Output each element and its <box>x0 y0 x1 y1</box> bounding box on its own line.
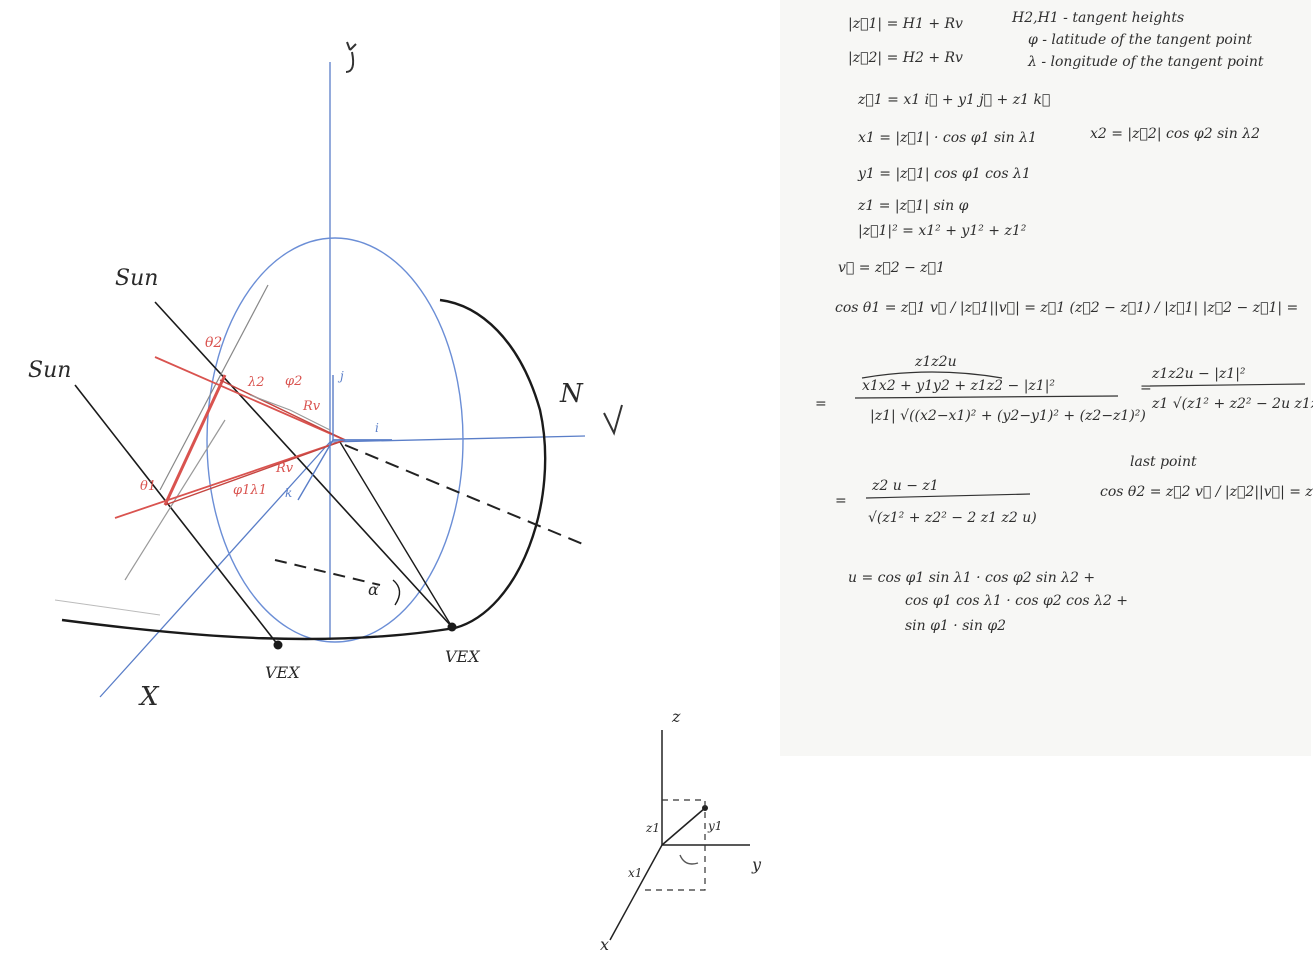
note-z1-definition: z⃗1 = x1 i⃗ + y1 j⃗ + z1 k⃗ <box>857 92 1050 108</box>
note-cos-theta2: cos θ2 = z⃗2 v⃗ / |z⃗2||v⃗| = z1u − z2 /… <box>1100 484 1313 500</box>
sun-line-top <box>154 301 453 628</box>
alpha-arc <box>392 579 401 606</box>
note-brace-label: z1z2u <box>914 354 957 370</box>
rotation-arrow-icon <box>345 41 357 73</box>
note-u-line1: u = cos φ1 sin λ1 · cos φ2 sin λ2 + <box>848 570 1095 586</box>
lambda2-label: λ2 <box>247 375 265 390</box>
note-cos-theta1: cos θ1 = z⃗1 v⃗ / |z⃗1||v⃗| = z⃗1 (z⃗2 −… <box>835 300 1298 316</box>
k-vector-label: k <box>285 486 292 500</box>
note-equals-left: = <box>815 396 827 412</box>
note-last-point: last point <box>1130 454 1197 470</box>
inset-x-label: x <box>600 935 609 954</box>
note-big-denominator: |z1| √((x2−x1)² + (y2−y1)² + (z2−z1)²) <box>870 408 1146 424</box>
north-label: N <box>559 379 584 409</box>
note-result-fraction-bar <box>865 493 1031 499</box>
rv-label-upper: Rv <box>302 399 321 414</box>
coordinate-inset: z y x z1 x1 y1 <box>600 707 762 954</box>
inset-y1-label: y1 <box>707 819 722 833</box>
note-result-numerator: z2 u − z1 <box>871 478 939 494</box>
inset-z1-label: z1 <box>645 821 660 835</box>
vex-label-right: VEX <box>445 647 480 666</box>
note-result-equals: = <box>835 493 847 509</box>
tangent-ray-2 <box>114 439 346 519</box>
inset-y-label: y <box>751 855 762 874</box>
sun-line-left <box>74 384 279 646</box>
vex-point-right <box>447 622 457 632</box>
theta2-label: θ2 <box>205 335 222 351</box>
inset-x-axis <box>609 844 663 941</box>
note-r1-magnitude: |z⃗1| = H1 + Rv <box>848 16 963 32</box>
note-u-line2: cos φ1 cos λ1 · cos φ2 cos λ2 + <box>905 593 1128 609</box>
sun-label-left: Sun <box>28 358 71 383</box>
alpha-label: α <box>368 580 379 599</box>
phi2-label: φ2 <box>285 374 302 389</box>
tangent-ray-4 <box>164 439 346 506</box>
rv-label-lower: Rv <box>275 461 294 476</box>
note-brace <box>861 371 1003 379</box>
main-diagram: Sun Sun N X VEX VEX θ2 θ1 λ2 φ2 Rv φ1λ1 … <box>28 41 623 712</box>
i-vector-label: i <box>375 421 379 435</box>
note-legend-latitude: φ - latitude of the tangent point <box>1028 32 1252 48</box>
tangent-ray-3 <box>219 379 346 441</box>
note-right-numerator: z1z2u − |z1|² <box>1151 366 1246 382</box>
orbit-curve <box>61 298 547 641</box>
note-z1-equation: z1 = |z⃗1| sin φ <box>857 198 969 214</box>
notes-content: |z⃗1| = H1 + Rv |z⃗2| = H2 + Rv H2,H1 - … <box>815 10 1313 634</box>
x-axis-label: X <box>138 682 160 712</box>
horizontal-axis <box>329 435 586 443</box>
note-x2-equation: x2 = |z⃗2| cos φ2 sin λ2 <box>1090 126 1260 142</box>
note-legend-longitude: λ - longitude of the tangent point <box>1027 54 1264 70</box>
note-y1-equation: y1 = |z⃗1| cos φ1 cos λ1 <box>857 166 1031 182</box>
note-equals-right: = <box>1140 380 1152 396</box>
inset-projection-lines <box>640 799 706 891</box>
j-vector-label: j <box>337 369 344 383</box>
inset-angle-arc <box>679 854 699 865</box>
tangent-ray-1 <box>154 356 346 441</box>
center-to-vex-line <box>339 441 453 628</box>
x-axis-line <box>99 441 331 698</box>
note-norm-equation: |z⃗1|² = x1² + y1² + z1² <box>858 223 1027 239</box>
check-mark-icon <box>603 404 623 436</box>
line-of-sight <box>163 374 227 506</box>
pencil-stroke-2 <box>124 419 226 581</box>
pencil-stroke-1 <box>159 284 269 491</box>
vex-point-left <box>273 640 283 650</box>
dashed-line-alpha <box>274 559 381 586</box>
inset-radius <box>661 807 706 846</box>
pencil-stroke-3 <box>54 599 161 616</box>
note-r2-magnitude: |z⃗2| = H2 + Rv <box>848 50 963 66</box>
rv-bracket-upper <box>249 394 331 431</box>
k-vector <box>297 439 334 501</box>
theta1-label: θ1 <box>140 479 156 494</box>
dashed-line-lower <box>344 444 586 546</box>
note-x1-equation: x1 = |z⃗1| · cos φ1 sin λ1 <box>858 130 1037 146</box>
inset-x1-label: x1 <box>628 866 642 880</box>
sun-label-top: Sun <box>115 266 158 291</box>
inset-z-label: z <box>671 707 681 726</box>
note-right-denominator: z1 √(z1² + z2² − 2u z1z2) <box>1151 396 1313 412</box>
note-v-equation: v⃗ = z⃗2 − z⃗1 <box>838 260 945 276</box>
note-big-numerator: x1x2 + y1y2 + z1z2 − |z1|² <box>862 378 1055 394</box>
note-right-fraction-bar <box>1149 383 1306 387</box>
note-result-denominator: √(z1² + z2² − 2 z1 z2 u) <box>868 510 1037 526</box>
phi1lambda1-label: φ1λ1 <box>233 483 267 498</box>
notes-sheet <box>780 0 1311 756</box>
note-legend-heights: H2,H1 - tangent heights <box>1011 10 1184 26</box>
vex-label-left: VEX <box>265 663 300 682</box>
inset-point <box>702 805 708 811</box>
planet-ellipse <box>206 237 464 643</box>
note-big-fraction-bar <box>854 395 1119 399</box>
note-u-line3: sin φ1 · sin φ2 <box>905 618 1006 634</box>
